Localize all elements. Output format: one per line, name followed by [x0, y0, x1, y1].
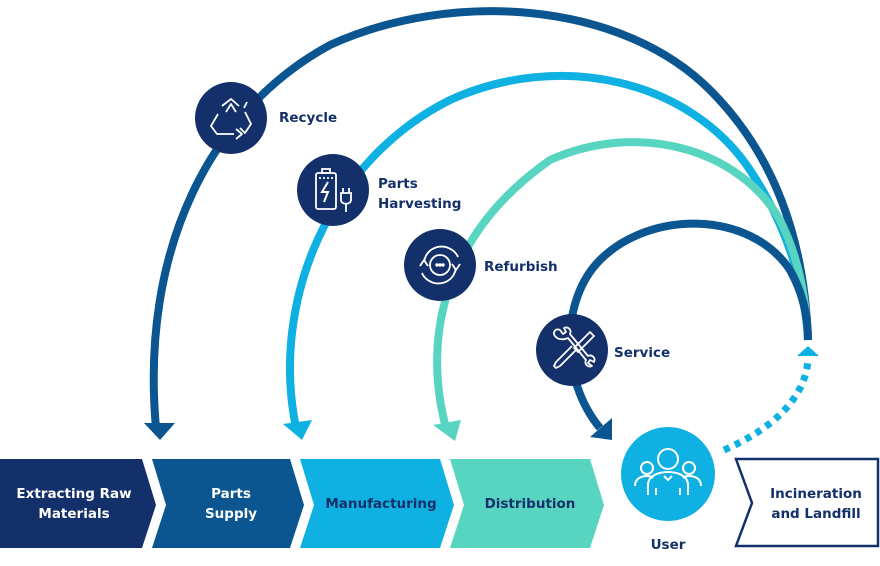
service-arc — [566, 219, 812, 431]
landfill-dotted-path — [722, 359, 812, 454]
stage-chevrons: Extracting Raw Materials Parts Supply Ma… — [0, 459, 604, 548]
refurbish-arc — [433, 138, 812, 430]
arrowheads — [144, 346, 819, 441]
user-label: User — [651, 537, 686, 553]
stage-extracting-raw-materials[interactable]: Extracting Raw Materials — [0, 459, 156, 548]
users-group-icon — [634, 448, 702, 495]
service-arrowhead — [590, 418, 612, 440]
stage-label-line1: Manufacturing — [325, 496, 436, 512]
stage-manufacturing[interactable]: Manufacturing — [300, 459, 454, 548]
battery-plug-icon — [315, 168, 352, 212]
stage-distribution[interactable]: Distribution — [450, 459, 604, 548]
recycle-arc — [149, 7, 812, 429]
stage-label-line2: Supply — [205, 506, 257, 522]
loop-arcs — [149, 7, 812, 454]
stage-label-line2: and Landfill — [771, 506, 860, 522]
loop-label-line1: Parts — [378, 176, 418, 192]
recycle-icon — [210, 98, 252, 140]
loop-label-line2: Harvesting — [378, 196, 461, 212]
stage-parts-supply[interactable]: Parts Supply — [152, 459, 304, 548]
loop-label: Recycle — [279, 110, 337, 126]
wrench-screwdriver-icon — [553, 326, 596, 369]
stage-label-line1: Distribution — [485, 496, 576, 512]
recycle-arrowhead — [144, 423, 175, 440]
landfill-arrowhead — [797, 346, 819, 356]
stage-incineration-landfill[interactable]: Incineration and Landfill — [734, 457, 880, 548]
loop-node-refurbish[interactable]: Refurbish — [404, 229, 558, 301]
stage-label-line1: Extracting Raw — [16, 486, 131, 502]
parts-harvesting-arrowhead — [283, 420, 312, 440]
loop-label: Refurbish — [484, 259, 558, 275]
refresh-cycle-icon — [419, 245, 461, 285]
stage-label-line1: Incineration — [770, 486, 862, 502]
stage-label-line2: Materials — [38, 506, 109, 522]
loop-label: Service — [614, 345, 670, 361]
loop-node-parts-harvesting[interactable]: Parts Harvesting — [297, 154, 461, 226]
stage-label-line1: Parts — [211, 486, 251, 502]
loop-node-recycle[interactable]: Recycle — [195, 82, 337, 154]
loop-node-service[interactable]: Service — [536, 314, 670, 386]
refurbish-arrowhead — [433, 420, 461, 441]
user-node[interactable]: User — [621, 427, 715, 553]
